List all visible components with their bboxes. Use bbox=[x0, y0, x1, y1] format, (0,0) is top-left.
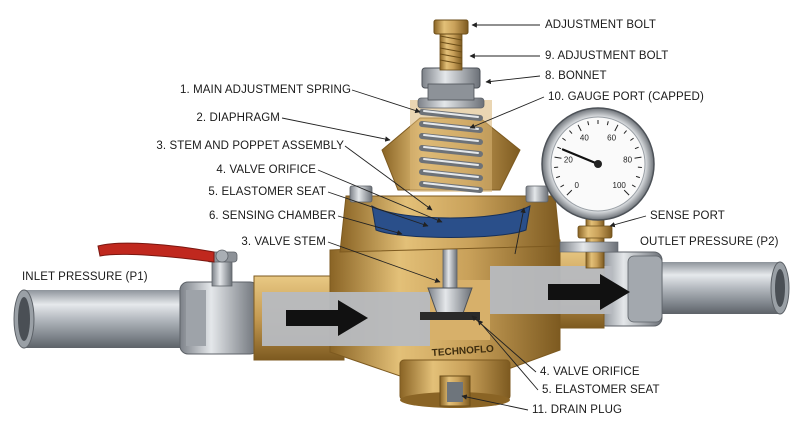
gauge-tick bbox=[555, 175, 561, 179]
label-valve-stem: 3. VALVE STEM bbox=[241, 236, 326, 248]
gauge-tick bbox=[635, 175, 641, 179]
gauge-tick bbox=[634, 146, 639, 150]
gauge-tick bbox=[554, 156, 562, 159]
label-drain-plug: 11. DRAIN PLUG bbox=[532, 404, 623, 416]
leader-lines bbox=[281, 22, 647, 411]
gauge-tick bbox=[562, 137, 566, 141]
gauge-tick bbox=[569, 130, 573, 134]
inlet-flow-arrow bbox=[286, 300, 368, 336]
label-sense-port: SENSE PORT bbox=[650, 210, 725, 222]
gauge-tick-label: 60 bbox=[607, 133, 616, 142]
label-gauge-port: 10. GAUGE PORT (CAPPED) bbox=[548, 91, 704, 103]
body-brand: TECHNOFLO bbox=[431, 344, 494, 359]
label-inlet-pressure: INLET PRESSURE (P1) bbox=[22, 271, 148, 283]
label-valve-orifice-lower: 4. VALVE ORIFICE bbox=[540, 366, 640, 378]
gauge-tick-label: 0 bbox=[575, 181, 580, 190]
inlet-pipe bbox=[13, 289, 192, 349]
gauge-tick bbox=[631, 184, 636, 188]
flow-arrows bbox=[286, 274, 630, 336]
gauge-tick bbox=[560, 184, 565, 188]
outlet-flow-arrow bbox=[548, 274, 630, 310]
label-stem-poppet: 3. STEM AND POPPET ASSEMBLY bbox=[156, 140, 344, 152]
label-elastomer-seat-upper: 5. ELASTOMER SEAT bbox=[208, 186, 326, 198]
label-adjustment-bolt-top: ADJUSTMENT BOLT bbox=[545, 19, 656, 31]
inlet-ball-valve bbox=[97, 242, 259, 355]
pressure-gauge: 0 20 40 60 80 100 bbox=[541, 107, 655, 269]
gauge-tick bbox=[614, 124, 619, 132]
label-adjustment-bolt-9: 9. ADJUSTMENT BOLT bbox=[545, 50, 669, 62]
gauge-needle bbox=[561, 148, 600, 166]
label-elastomer-seat-lower: 5. ELASTOMER SEAT bbox=[542, 384, 660, 396]
diaphragm bbox=[371, 205, 531, 238]
gauge-tick bbox=[623, 189, 630, 196]
main-spring bbox=[417, 97, 485, 193]
gauge-tick bbox=[606, 121, 609, 126]
gauge-tick-label: 40 bbox=[580, 133, 589, 142]
gauge-tick-label: 100 bbox=[613, 181, 627, 190]
gauge-tick bbox=[577, 124, 582, 132]
label-sensing-chamber: 6. SENSING CHAMBER bbox=[208, 210, 336, 222]
label-outlet-pressure: OUTLET PRESSURE (P2) bbox=[640, 236, 779, 248]
gauge-tick bbox=[634, 156, 642, 159]
adjustment-bolt bbox=[421, 19, 481, 101]
gauge-tick bbox=[630, 137, 634, 141]
outlet-pipe bbox=[640, 261, 790, 315]
gauge-tick bbox=[566, 189, 573, 196]
label-bonnet: 8. BONNET bbox=[545, 70, 607, 82]
label-diaphragm: 2. DIAPHRAGM bbox=[196, 112, 280, 124]
outlet-union bbox=[597, 251, 663, 327]
label-main-spring: 1. MAIN ADJUSTMENT SPRING bbox=[180, 84, 351, 96]
label-valve-orifice-upper: 4. VALVE ORIFICE bbox=[216, 164, 316, 176]
gauge-tick-label: 80 bbox=[623, 155, 632, 164]
gauge-tick-label: 20 bbox=[564, 155, 573, 164]
gauge-tick bbox=[623, 130, 627, 134]
gauge-tick bbox=[587, 121, 590, 126]
gauge-tick bbox=[557, 146, 562, 150]
